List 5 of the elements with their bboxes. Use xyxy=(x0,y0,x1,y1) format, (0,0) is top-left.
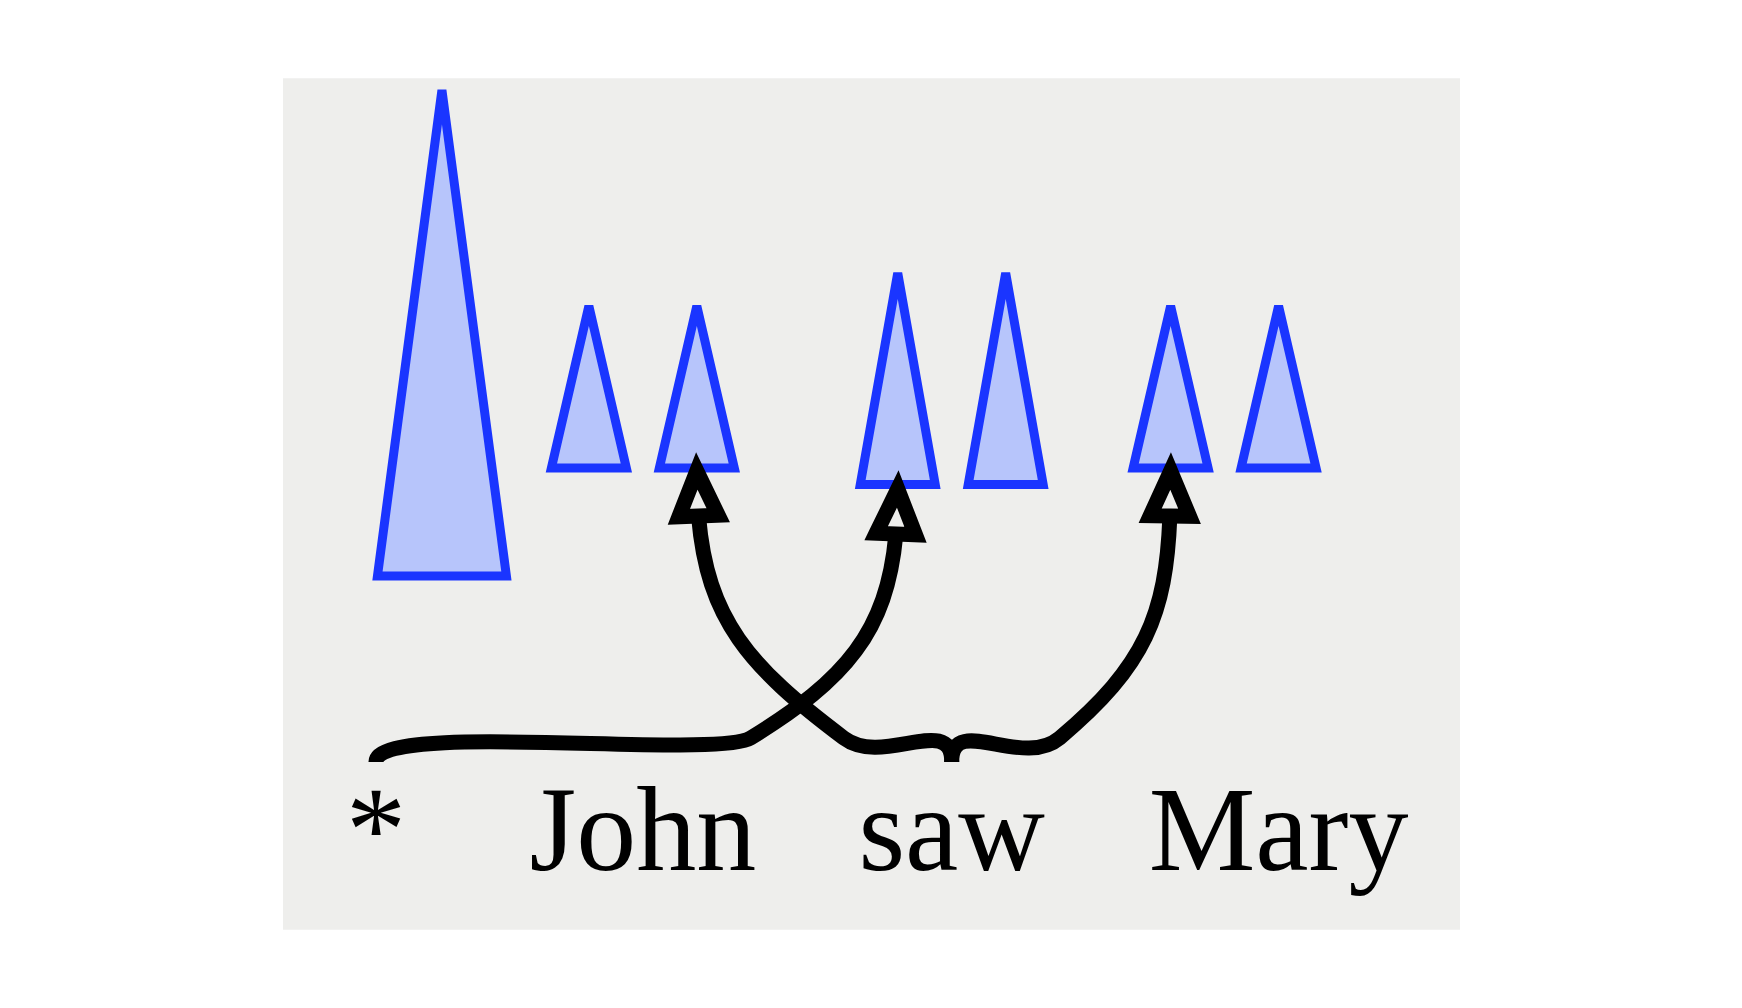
node-text: * xyxy=(345,762,406,896)
arrow xyxy=(943,452,1201,763)
node-text: John xyxy=(529,762,756,896)
node-text: saw xyxy=(857,762,1045,896)
node-text: Mary xyxy=(1148,762,1408,896)
